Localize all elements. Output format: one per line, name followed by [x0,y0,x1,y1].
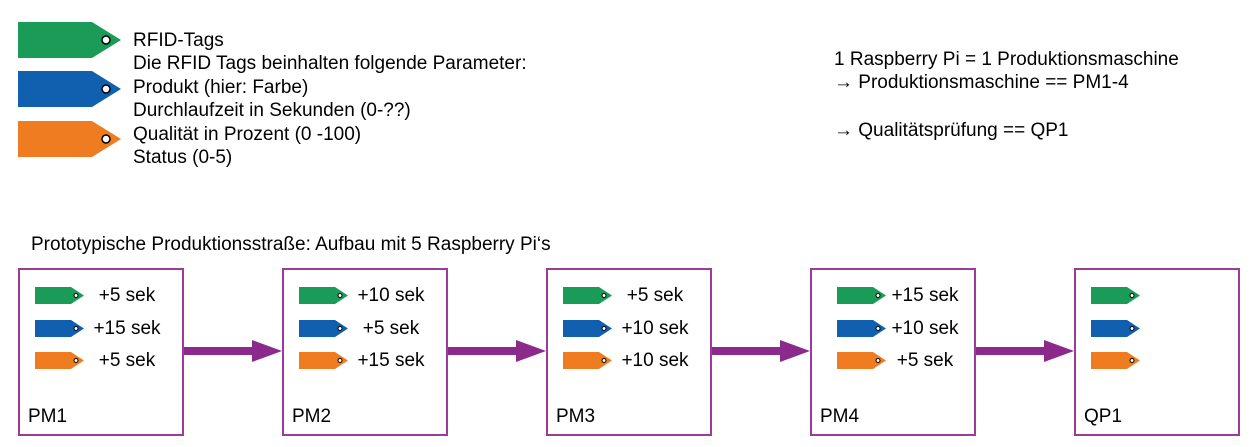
machine-label: PM2 [292,406,332,427]
tag-green-icon [35,287,85,304]
legend-description: Die RFID Tags beinhalten folgende Parame… [133,53,527,74]
pm1-duration-time: +15 sek [93,318,161,339]
legend-tag-blue-icon [18,71,122,107]
arrow-pm2-pm3 [446,340,546,362]
pm2-product-time: +10 sek [357,285,425,306]
legend-param-quality: Qualität in Prozent (0 -100) [133,124,362,145]
pm1-product-time: +5 sek [98,285,156,306]
machine-pm4: +15 sek +10 sek +5 sek PM4 [810,268,976,436]
legend-tag-orange-icon [18,121,122,157]
pm1-quality-time: +5 sek [98,350,156,371]
pm3-quality-time: +10 sek [621,350,689,371]
machine-qp1: QP1 [1074,268,1240,436]
tag-orange-icon [1091,352,1141,369]
machine-label: PM4 [820,406,860,427]
tag-green-icon [299,287,349,304]
tag-blue-icon [837,320,887,337]
legend-param-product: Produkt (hier: Farbe) [133,77,309,98]
pm4-product-time: +15 sek [891,285,959,306]
arrow-pm1-pm2 [182,340,282,362]
pm2-quality-time: +15 sek [357,350,425,371]
note-pm: → Produktionsmaschine == PM1-4 [834,72,1129,93]
pm3-duration-time: +10 sek [621,318,689,339]
tag-orange-icon [563,352,613,369]
tag-blue-icon [1091,320,1141,337]
tag-green-icon [837,287,887,304]
tag-orange-icon [837,352,887,369]
pm2-duration-time: +5 sek [362,318,420,339]
diagram-subtitle: Prototypische Produktionsstraße: Aufbau … [31,234,551,255]
arrow-pm3-pm4 [710,340,810,362]
arrow-pm4-qp1 [974,340,1074,362]
legend-param-duration: Durchlaufzeit in Sekunden (0-??) [133,100,411,121]
tag-green-icon [563,287,613,304]
machine-pm2: +10 sek +5 sek +15 sek PM2 [282,268,448,436]
machine-label: QP1 [1084,406,1123,427]
pm4-duration-time: +10 sek [891,318,959,339]
legend-title: RFID-Tags [133,30,224,51]
machine-pm3: +5 sek +10 sek +10 sek PM3 [546,268,712,436]
note-raspberry: 1 Raspberry Pi = 1 Produktionsmaschine [834,49,1179,70]
tag-blue-icon [299,320,349,337]
tag-orange-icon [299,352,349,369]
legend-tag-green-icon [18,22,122,58]
machine-label: PM1 [28,406,68,427]
tag-blue-icon [35,320,85,337]
machine-label: PM3 [556,406,596,427]
tag-green-icon [1091,287,1141,304]
pm3-product-time: +5 sek [626,285,684,306]
machine-pm1: +5 sek +15 sek +5 sek PM1 [18,268,184,436]
tag-blue-icon [563,320,613,337]
tag-orange-icon [35,352,85,369]
pm4-quality-time: +5 sek [896,350,954,371]
note-qp: → Qualitätsprüfung == QP1 [834,120,1069,141]
legend-param-status: Status (0-5) [133,147,233,168]
